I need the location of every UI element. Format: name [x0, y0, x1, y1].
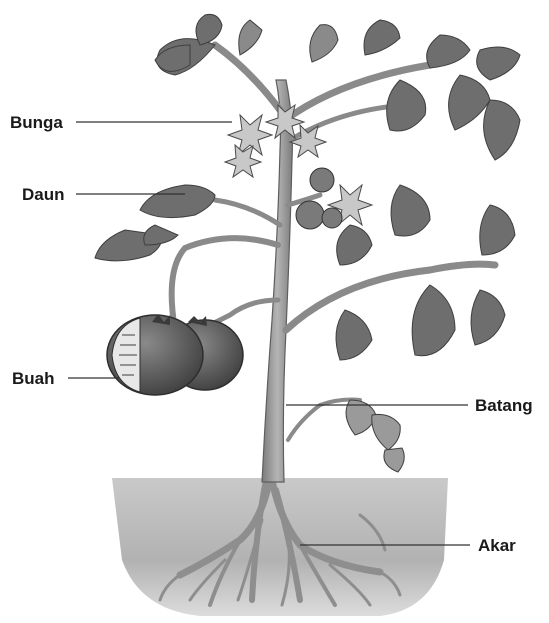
fruits [107, 314, 243, 395]
leaves [95, 14, 520, 472]
label-daun: Daun [22, 185, 65, 204]
label-batang: Batang [475, 396, 533, 415]
label-akar: Akar [478, 536, 516, 555]
label-buah: Buah [12, 369, 55, 388]
label-bunga: Bunga [10, 113, 63, 132]
